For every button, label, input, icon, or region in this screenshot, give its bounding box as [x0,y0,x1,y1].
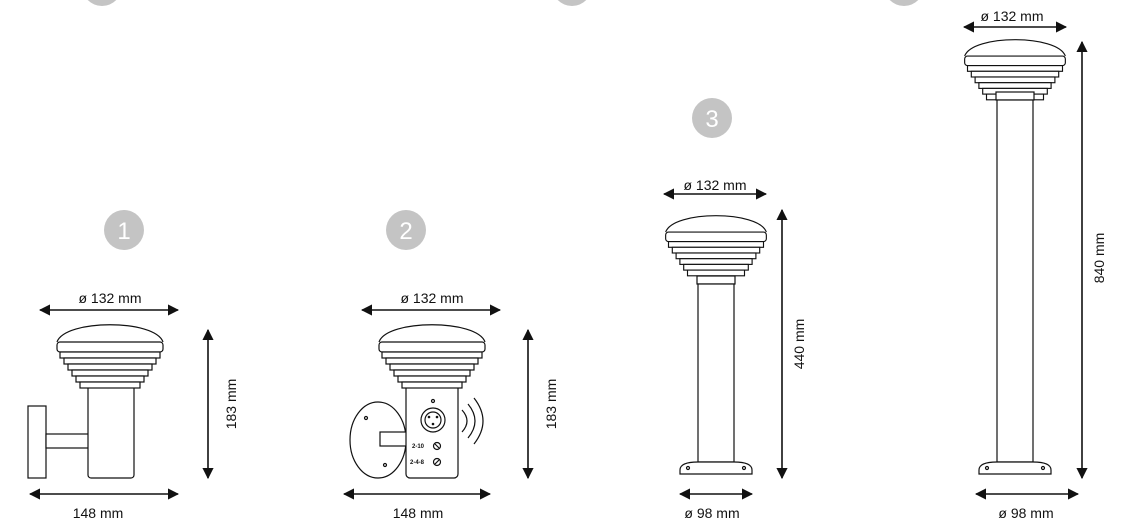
wall-plate [27,405,47,479]
sensor-setting-1: 2-10 [412,444,425,450]
lamp-shade [964,39,1066,101]
depth-label: 148 mm [393,505,444,521]
height-label: 440 mm [791,319,807,370]
base-diameter-label: ø 98 mm [998,505,1053,521]
diameter-label: ø 132 mm [78,290,141,306]
depth-label: 148 mm [73,505,124,521]
lamp-1-wall-light: 1 ø 132 mm 183 mm 148 mm [27,210,239,521]
badge-2 [386,210,426,250]
lamp-4-tall-bollard: ø 132 mm 840 mm ø 98 mm [962,8,1107,521]
lamp-2-wall-light-sensor: 2 ø 132 mm 2-10 2-4-8 183 mm [342,210,559,521]
diameter-label: ø 132 mm [980,8,1043,24]
diameter-label: ø 132 mm [400,290,463,306]
wall-arm [45,433,93,449]
diameter-label: ø 132 mm [683,177,746,193]
height-label: 840 mm [1091,233,1107,284]
bollard-pole [996,99,1034,463]
height-label: 183 mm [543,379,559,430]
lamp-3-bollard: 3 ø 132 mm 440 mm ø 98 mm [662,98,807,521]
height-label: 183 mm [223,379,239,430]
sensor-setting-2: 2-4-8 [410,460,425,466]
bollard-base [978,461,1052,475]
badge-partial-left [87,0,117,6]
badge-1 [104,210,144,250]
badge-3-label: 3 [705,106,718,133]
badge-2-label: 2 [399,218,412,245]
lamp-shade [378,324,486,389]
base-diameter-label: ø 98 mm [684,505,739,521]
badge-partial-right [889,0,919,6]
lamp-body [87,383,135,479]
bollard-pole [697,283,735,463]
lamp-shade [56,324,164,389]
badge-partial-middle [557,0,587,6]
badge-1-label: 1 [117,218,130,245]
badge-3 [692,98,732,138]
bollard-base [679,461,753,475]
lamp-shade [665,215,767,277]
bollard-collar [696,275,736,285]
bollard-collar [995,91,1035,101]
motion-waves-icon [461,397,484,445]
